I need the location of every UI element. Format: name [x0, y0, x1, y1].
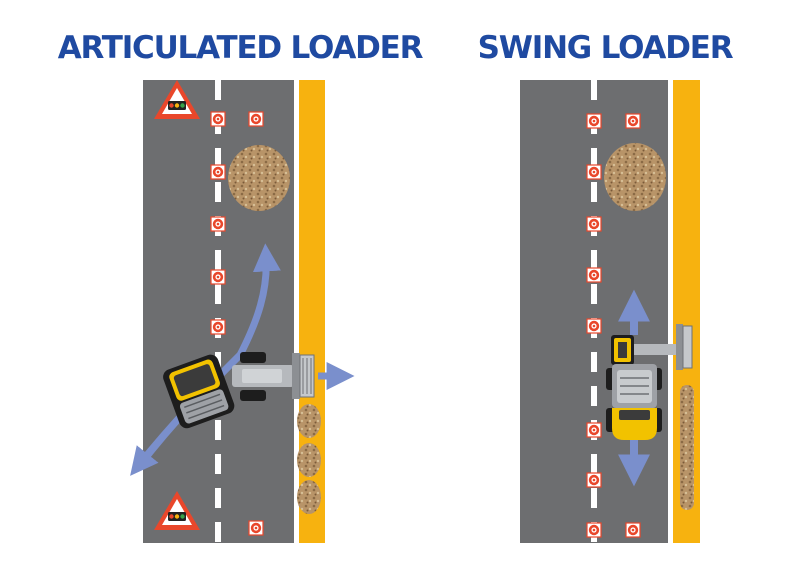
swing-road [520, 80, 700, 543]
articulated-loader-title: ARTICULATED LOADER [57, 30, 424, 66]
swing-loader-icon [606, 324, 693, 440]
road-edge-line [294, 80, 297, 543]
gravel-pile-icon [604, 143, 666, 211]
gravel-pile-icon [228, 145, 290, 211]
road-edge-line [668, 80, 671, 543]
gravel-windrow-icon [680, 385, 694, 510]
gravel-windrow-icon [297, 404, 321, 514]
articulated-road [143, 80, 325, 543]
swing-loader-title: SWING LOADER [477, 30, 734, 66]
articulated-loader-icon [163, 352, 315, 429]
